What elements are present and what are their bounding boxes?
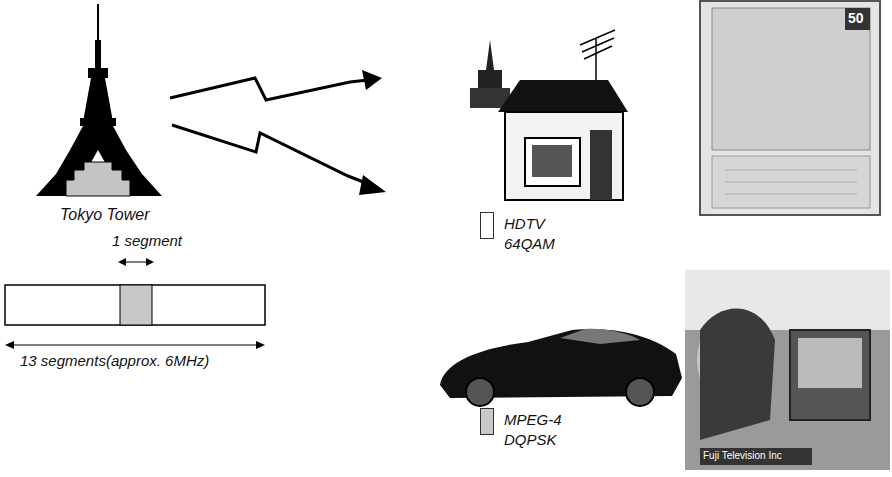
figure-caption: Tokyo Tower bbox=[60, 205, 150, 225]
car-figure bbox=[440, 329, 682, 406]
tokyo-tower-figure bbox=[36, 4, 162, 196]
legend-swatch bbox=[480, 212, 494, 239]
tv-figure bbox=[700, 1, 880, 215]
house-figure bbox=[470, 30, 628, 200]
bandwidth-label: 13 segments(approx. 6MHz) bbox=[20, 352, 209, 371]
legend-text: HDTV 64QAM bbox=[504, 214, 568, 253]
arrowhead bbox=[359, 175, 386, 195]
watermark: Fuji Television Inc bbox=[703, 450, 782, 463]
legend-text: MPEG-4 DQPSK bbox=[504, 410, 568, 449]
segment-label: 1 segment bbox=[112, 232, 182, 251]
photo-figure bbox=[685, 270, 890, 470]
arrowhead bbox=[362, 70, 382, 90]
segment-bar bbox=[5, 258, 265, 349]
broadcast-arrows bbox=[170, 78, 368, 183]
channel-number: 50 bbox=[848, 10, 864, 28]
legend-swatch bbox=[480, 408, 494, 435]
